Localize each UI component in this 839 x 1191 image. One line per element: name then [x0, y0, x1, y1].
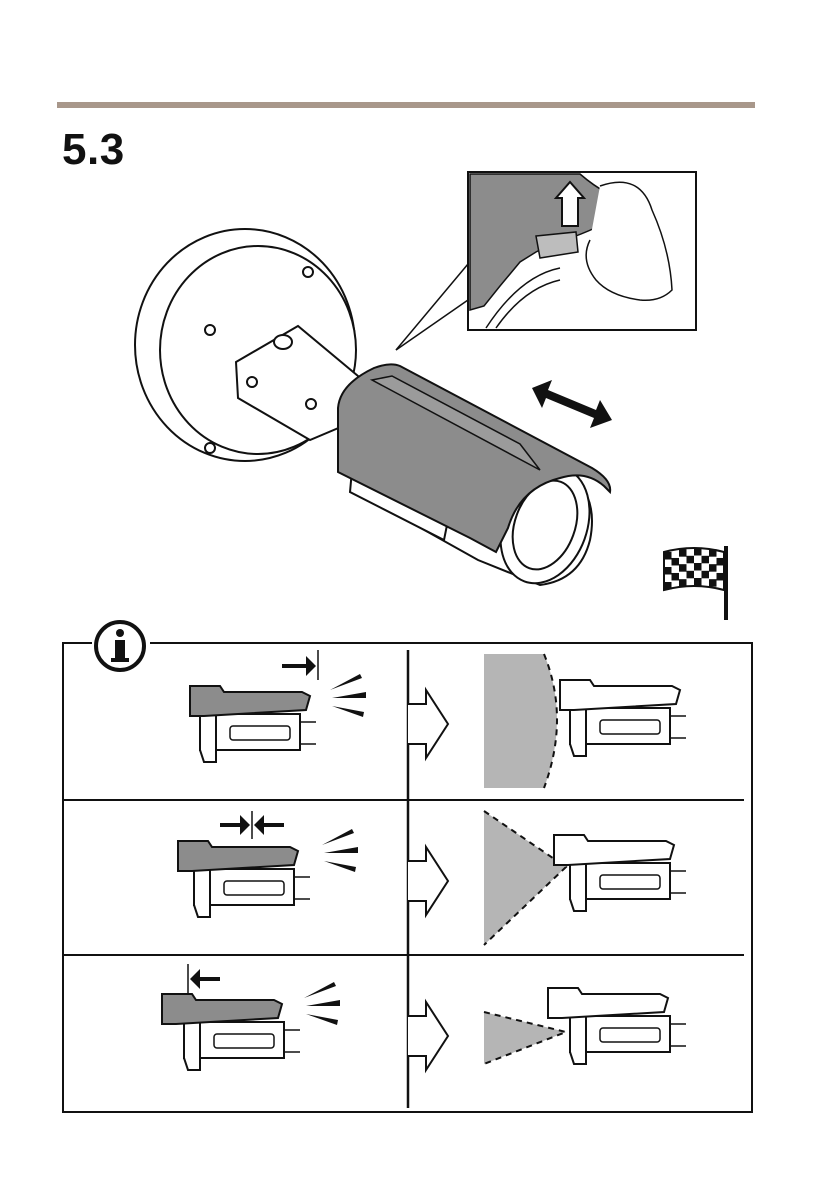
info-row-shield-neutral	[178, 811, 686, 945]
info-row-shield-back	[162, 964, 686, 1070]
info-row-shield-forward	[190, 650, 686, 788]
shield-forward-arrow	[282, 656, 316, 676]
info-icon	[92, 618, 148, 674]
